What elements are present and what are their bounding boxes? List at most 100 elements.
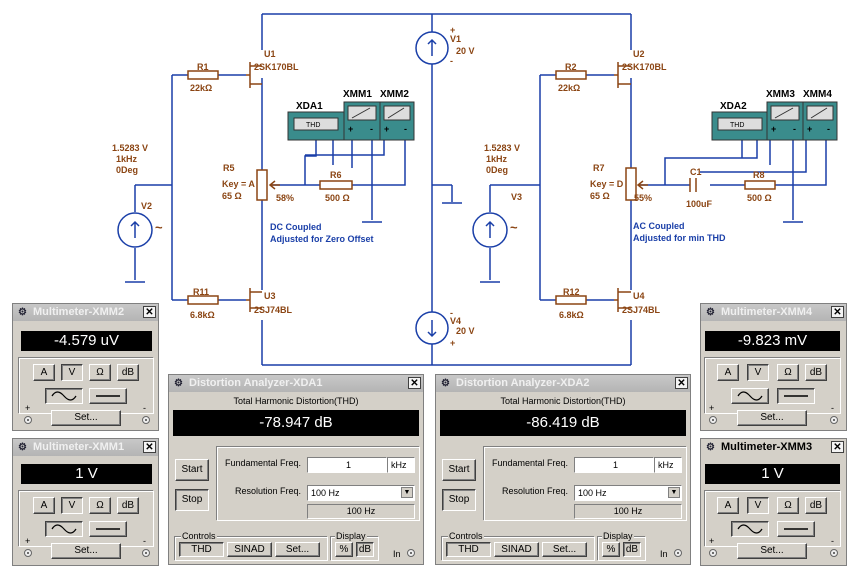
positive-terminal[interactable] [709, 549, 717, 557]
close-button[interactable]: ✕ [831, 441, 844, 453]
v4-ref: V4 [450, 316, 461, 326]
voltmeter-button[interactable]: V [747, 497, 769, 514]
set-button[interactable]: Set... [542, 542, 587, 557]
percent-button[interactable]: % [335, 542, 353, 557]
close-button[interactable]: ✕ [143, 306, 156, 318]
ohmmeter-button[interactable]: Ω [777, 497, 799, 514]
dc-mode-button[interactable] [777, 388, 815, 404]
xda1-symbol[interactable] [287, 111, 345, 141]
stop-button[interactable]: Stop [175, 489, 209, 511]
ammeter-button[interactable]: A [33, 497, 55, 514]
ohmmeter-button[interactable]: Ω [777, 364, 799, 381]
ac-mode-button[interactable] [731, 521, 769, 537]
r11-value: 6.8kΩ [190, 310, 215, 320]
db-button[interactable]: dB [623, 542, 641, 557]
voltmeter-button[interactable]: V [61, 364, 83, 381]
title-bar[interactable]: ⚙Distortion Analyzer-XDA2 [436, 375, 690, 392]
chevron-down-icon[interactable]: ▼ [668, 487, 680, 498]
ac-mode-button[interactable] [45, 521, 83, 537]
title-bar[interactable]: ⚙Distortion Analyzer-XDA1 [169, 375, 423, 392]
fundamental-freq-input[interactable]: 1 [307, 457, 387, 473]
multimeter-xmm1-window[interactable]: ⚙Multimeter-XMM1 ✕ 1 V A V Ω dB Set... +… [12, 438, 159, 566]
close-button[interactable]: ✕ [408, 377, 421, 389]
multimeter-xmm4-window[interactable]: ⚙Multimeter-XMM4 ✕ -9.823 mV A V Ω dB Se… [700, 303, 847, 431]
close-button[interactable]: ✕ [143, 441, 156, 453]
voltmeter-button[interactable]: V [747, 364, 769, 381]
close-button[interactable]: ✕ [831, 306, 844, 318]
ac-mode-button[interactable] [45, 388, 83, 404]
v2-phase: 0Deg [116, 165, 138, 175]
settings-button[interactable]: Set... [737, 410, 807, 426]
voltmeter-button[interactable]: V [61, 497, 83, 514]
right-note-line1: AC Coupled [633, 221, 685, 231]
resolution-freq-select[interactable]: 100 Hz ▼ [574, 485, 682, 501]
input-terminal[interactable] [407, 549, 415, 557]
negative-terminal[interactable] [142, 416, 150, 424]
ohmmeter-button[interactable]: Ω [89, 364, 111, 381]
resolution-freq-value: 100 Hz [311, 488, 340, 498]
xmm1-symbol[interactable] [343, 101, 381, 141]
distortion-analyzer-xda2-window[interactable]: ⚙Distortion Analyzer-XDA2 ✕ Total Harmon… [435, 374, 691, 565]
r7-value: 65 Ω [590, 191, 610, 201]
negative-terminal[interactable] [830, 416, 838, 424]
fundamental-freq-unit[interactable]: kHz [387, 457, 415, 473]
xmm2-plus: + [384, 124, 389, 134]
sinad-button[interactable]: SINAD [227, 542, 272, 557]
xmm3-symbol[interactable] [766, 101, 804, 141]
fundamental-freq-input[interactable]: 1 [574, 457, 654, 473]
ammeter-button[interactable]: A [717, 497, 739, 514]
sinad-button[interactable]: SINAD [494, 542, 539, 557]
close-button[interactable]: ✕ [675, 377, 688, 389]
multimeter-xmm3-window[interactable]: ⚙Multimeter-XMM3 ✕ 1 V A V Ω dB Set... +… [700, 438, 847, 566]
positive-terminal[interactable] [24, 416, 32, 424]
title-bar[interactable]: ⚙Multimeter-XMM3 [701, 439, 846, 456]
ohmmeter-button[interactable]: Ω [89, 497, 111, 514]
controls-group-label: Controls [448, 531, 484, 541]
start-button[interactable]: Start [442, 459, 476, 481]
xda2-symbol[interactable] [711, 111, 769, 141]
fundamental-freq-unit[interactable]: kHz [654, 457, 682, 473]
stop-button[interactable]: Stop [442, 489, 476, 511]
distortion-analyzer-xda1-window[interactable]: ⚙Distortion Analyzer-XDA1 ✕ Total Harmon… [168, 374, 424, 565]
positive-terminal[interactable] [24, 549, 32, 557]
thd-button[interactable]: THD [446, 542, 491, 557]
dc-mode-button[interactable] [89, 521, 127, 537]
set-button[interactable]: Set... [275, 542, 320, 557]
chevron-down-icon[interactable]: ▼ [401, 487, 413, 498]
positive-terminal[interactable] [709, 416, 717, 424]
dc-mode-button[interactable] [777, 521, 815, 537]
right-note-line2: Adjusted for min THD [633, 233, 726, 243]
input-terminal[interactable] [674, 549, 682, 557]
negative-terminal[interactable] [142, 549, 150, 557]
dc-mode-button[interactable] [89, 388, 127, 404]
db-button[interactable]: dB [356, 542, 374, 557]
decibel-button[interactable]: dB [117, 364, 139, 381]
decibel-button[interactable]: dB [805, 364, 827, 381]
r2-value: 22kΩ [558, 83, 580, 93]
settings-button[interactable]: Set... [737, 543, 807, 559]
v2-freq: 1kHz [116, 154, 138, 164]
ammeter-button[interactable]: A [717, 364, 739, 381]
xmm2-symbol[interactable] [379, 101, 415, 141]
ammeter-button[interactable]: A [33, 364, 55, 381]
decibel-button[interactable]: dB [117, 497, 139, 514]
decibel-button[interactable]: dB [805, 497, 827, 514]
negative-terminal[interactable] [830, 549, 838, 557]
title-bar[interactable]: ⚙Multimeter-XMM1 [13, 439, 158, 456]
title-bar[interactable]: ⚙Multimeter-XMM4 [701, 304, 846, 321]
multimeter-xmm2-window[interactable]: ⚙Multimeter-XMM2 ✕ -4.579 uV A V Ω dB Se… [12, 303, 159, 431]
thd-button[interactable]: THD [179, 542, 224, 557]
input-label: In [660, 549, 668, 559]
start-button[interactable]: Start [175, 459, 209, 481]
r5-ref: R5 [223, 163, 235, 173]
settings-button[interactable]: Set... [51, 410, 121, 426]
r8-value: 500 Ω [747, 193, 772, 203]
xmm4-symbol[interactable] [802, 101, 838, 141]
percent-button[interactable]: % [602, 542, 620, 557]
xmm4-label: XMM4 [803, 89, 832, 100]
ac-mode-button[interactable] [731, 388, 769, 404]
settings-button[interactable]: Set... [51, 543, 121, 559]
title-bar[interactable]: ⚙Multimeter-XMM2 [13, 304, 158, 321]
resolution-freq-select[interactable]: 100 Hz ▼ [307, 485, 415, 501]
